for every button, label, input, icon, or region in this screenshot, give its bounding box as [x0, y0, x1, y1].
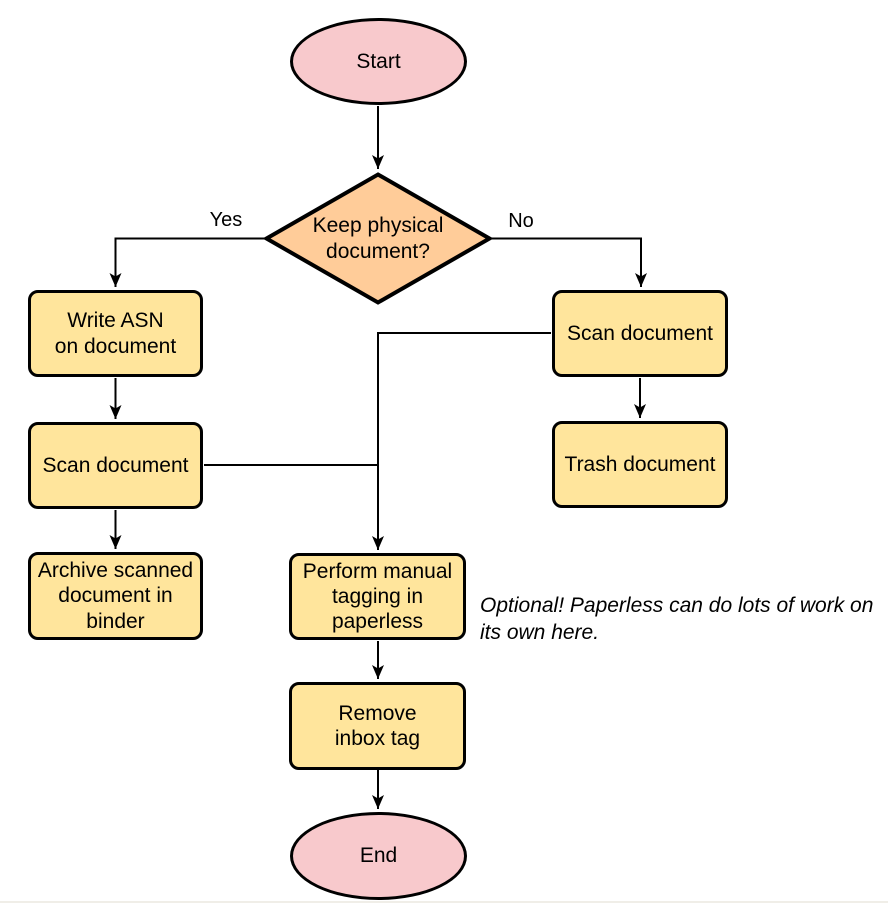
node-write-asn: Write ASN on document: [28, 290, 203, 377]
optional-note: Optional! Paperless can do lots of work …: [480, 594, 874, 644]
node-scan-document-right-label: Scan document: [567, 321, 713, 345]
bottom-divider: [0, 901, 888, 903]
node-remove-inbox-tag: Remove inbox tag: [289, 682, 466, 770]
node-write-asn-label: Write ASN on document: [54, 309, 177, 358]
edge-label-no: No: [508, 210, 534, 232]
node-archive-scanned-label: Archive scanned document in binder: [37, 559, 194, 633]
edge-decision-yes-to-write-asn: [109, 237, 265, 287]
node-manual-tagging-label: Perform manual tagging in paperless: [302, 559, 453, 634]
edge-label-yes: Yes: [209, 209, 243, 231]
node-remove-inbox-tag-label: Remove inbox tag: [334, 701, 421, 750]
node-scan-document-left-label: Scan document: [42, 453, 189, 477]
node-end-label: End: [359, 844, 398, 868]
edge-decision-no-to-scan-right: [491, 237, 647, 287]
edge-scan-right-to-tagging: [372, 332, 551, 550]
node-scan-document-right: Scan document: [552, 290, 728, 377]
node-trash-document: Trash document: [552, 421, 728, 508]
node-start-label: Start: [356, 49, 401, 73]
node-start: Start: [290, 18, 467, 105]
node-decision-label: Keep physical document?: [312, 214, 444, 263]
node-trash-document-label: Trash document: [564, 452, 716, 476]
node-scan-document-left: Scan document: [28, 422, 203, 509]
decision-diamond-shape: [264, 172, 492, 305]
node-archive-scanned: Archive scanned document in binder: [28, 552, 203, 640]
node-manual-tagging: Perform manual tagging in paperless: [289, 553, 466, 640]
node-end: End: [290, 812, 467, 900]
node-decision: Keep physical document?: [264, 172, 492, 305]
